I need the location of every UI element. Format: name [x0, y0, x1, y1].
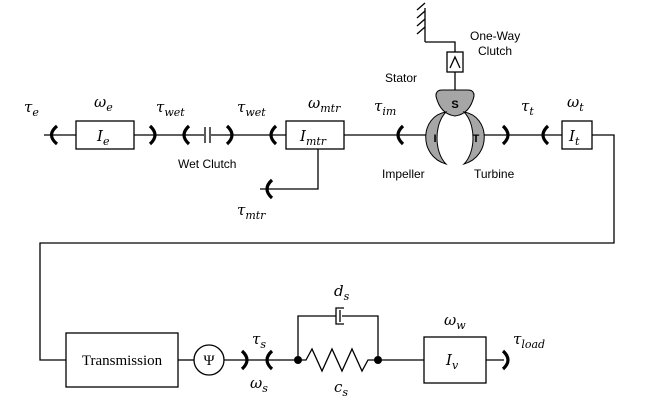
turbine-letter: T	[473, 133, 480, 145]
tau-mtr-label: τmtr	[237, 201, 266, 222]
wet-clutch-torque-left-arrow	[182, 124, 191, 146]
tau-e-label: τe	[24, 98, 39, 119]
spring-zigzag	[298, 347, 378, 373]
one-way-clutch-box	[446, 51, 464, 73]
one-way-clutch-label-line1: One-Way	[470, 29, 520, 43]
motor-torque-branch	[260, 149, 319, 190]
damper-frame-right	[342, 315, 379, 360]
tau-s-label: τs	[252, 330, 266, 351]
omega-t-label: ωt	[567, 93, 584, 114]
drive-shaft-loop	[39, 134, 615, 361]
motor-torque-arrow	[265, 178, 274, 200]
tau-wet-right-label: τwet	[237, 98, 266, 119]
tau-t-label: τt	[521, 97, 534, 118]
vehicle-inertia-box	[423, 336, 487, 384]
one-way-clutch-label-line2: Clutch	[478, 44, 512, 58]
psi-label: Ψ	[203, 353, 215, 369]
damper-cup	[335, 307, 344, 325]
c-s-label: cs	[334, 378, 348, 399]
impeller-letter: I	[433, 133, 436, 145]
motor-input-torque-arrow	[269, 124, 278, 146]
turbine-label: Turbine	[474, 167, 515, 181]
turbine-inertia-torque-arrow	[541, 124, 550, 146]
ground-hatch-4	[416, 26, 426, 35]
stator-label: Stator	[385, 71, 417, 85]
stator-rounded-top	[435, 89, 475, 117]
omega-w-label: ωw	[444, 311, 466, 332]
ground-hatch-1	[416, 2, 426, 11]
clutch-link-top	[425, 41, 456, 52]
d-s-label: ds	[334, 282, 350, 303]
engine-clutch-torque-arrow	[148, 124, 157, 146]
impeller-torque-arrow	[396, 124, 405, 146]
tau-im-label: τim	[374, 97, 396, 118]
ground-hatch-2	[416, 10, 426, 19]
I-v-label: Iv	[445, 351, 459, 372]
wet-clutch-torque-right-arrow	[225, 124, 234, 146]
wet-clutch-label: Wet Clutch	[178, 157, 236, 171]
load-torque-arrow	[501, 349, 510, 371]
turbine-torque-arrow	[501, 124, 510, 146]
shaft-torque-left-arrow	[240, 349, 249, 371]
turbine-inertia-box	[561, 120, 593, 150]
omega-mtr-label: ωmtr	[308, 94, 341, 115]
one-way-clutch-symbol	[449, 55, 461, 69]
turbine-shape	[462, 111, 485, 166]
tau-load-label: τload	[513, 330, 545, 351]
tau-wet-left-label: τwet	[156, 98, 185, 119]
ground-hatch-3	[416, 18, 426, 27]
I-mtr-label: Imtr	[299, 127, 327, 148]
damper-frame-left	[297, 315, 336, 360]
impeller-shape	[425, 111, 448, 166]
transmission-label: Transmission	[82, 353, 163, 369]
I-t-label: It	[568, 127, 580, 148]
stator-letter: S	[451, 99, 458, 111]
I-e-label: Ie	[96, 127, 110, 148]
omega-s-label: ωs	[250, 374, 268, 395]
engine-torque-arrow	[49, 124, 59, 146]
impeller-label: Impeller	[382, 167, 425, 181]
omega-e-label: ωe	[94, 93, 113, 114]
shaft-torque-right-arrow	[265, 349, 274, 371]
